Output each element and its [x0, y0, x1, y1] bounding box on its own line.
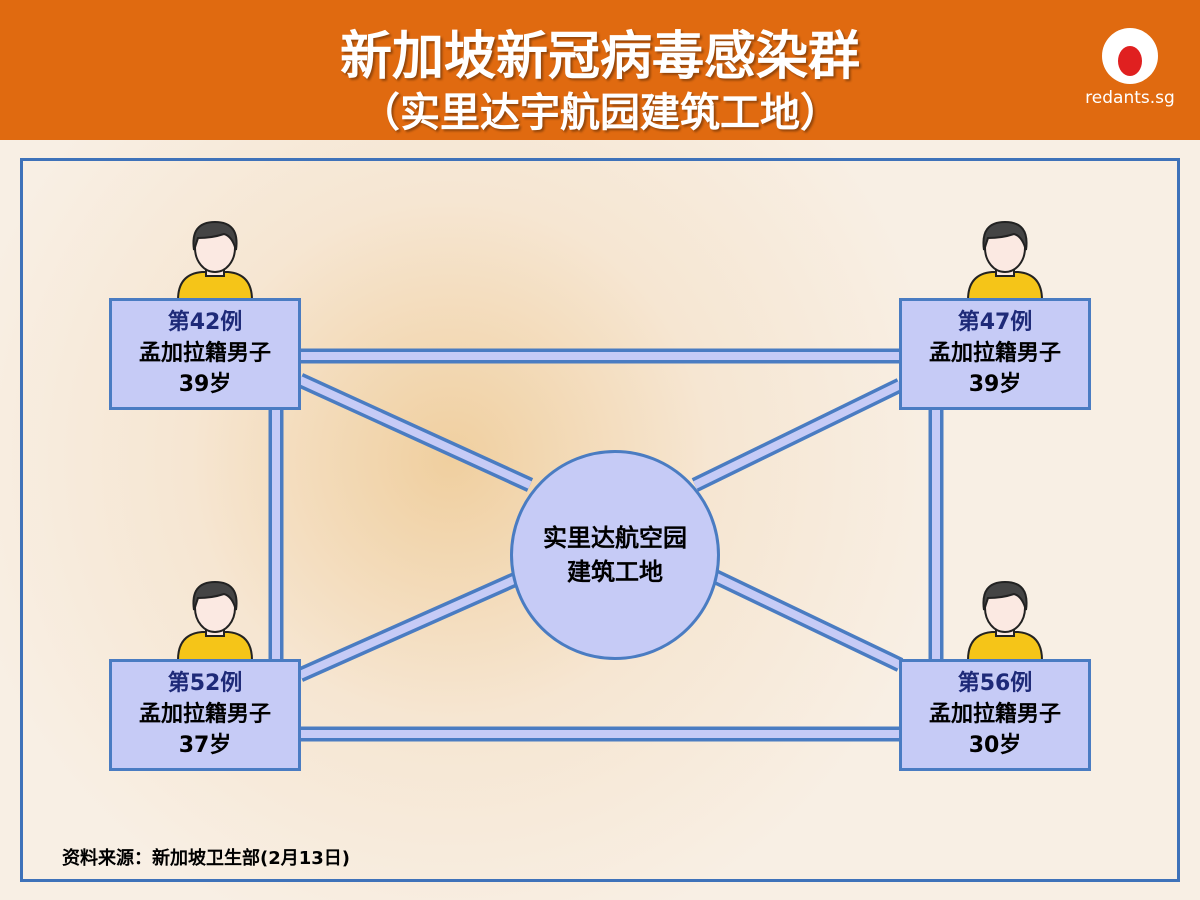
- case-box-42: 第42例 孟加拉籍男子 39岁: [109, 298, 301, 410]
- case-age: 37岁: [178, 733, 232, 758]
- case-number: 第52例: [167, 671, 243, 696]
- page-title: 新加坡新冠病毒感染群: [339, 27, 860, 87]
- case-number: 第47例: [957, 310, 1033, 335]
- case-number: 第56例: [957, 671, 1033, 696]
- person-icon: [967, 221, 1043, 300]
- page-subtitle: （实里达宇航园建筑工地）: [360, 90, 840, 136]
- source-note: 资料来源：新加坡卫生部(2月13日): [62, 848, 351, 869]
- case-box-56: 第56例 孟加拉籍男子 30岁: [899, 659, 1091, 771]
- person-icon: [177, 221, 253, 300]
- header-banner: 新加坡新冠病毒感染群 （实里达宇航园建筑工地） redants.sg: [0, 0, 1200, 140]
- case-age: 39岁: [968, 372, 1022, 397]
- case-age: 30岁: [968, 733, 1022, 758]
- logo-text: redants.sg: [1085, 88, 1175, 108]
- person-icon: [177, 581, 253, 660]
- case-number: 第42例: [167, 310, 243, 335]
- case-box-52: 第52例 孟加拉籍男子 37岁: [109, 659, 301, 771]
- case-description: 孟加拉籍男子: [138, 702, 271, 727]
- case-description: 孟加拉籍男子: [138, 341, 271, 366]
- site-name-line1: 实里达航空园: [543, 524, 687, 552]
- case-box-47: 第47例 孟加拉籍男子 39岁: [899, 298, 1091, 410]
- site-name-line2: 建筑工地: [567, 558, 663, 586]
- cluster-site-node: 实里达航空园 建筑工地: [510, 450, 720, 660]
- case-age: 39岁: [178, 372, 232, 397]
- ant-icon: [1102, 28, 1158, 84]
- person-icon: [967, 581, 1043, 660]
- diagram-frame: [20, 158, 1180, 882]
- case-description: 孟加拉籍男子: [928, 341, 1061, 366]
- redants-logo: redants.sg: [1075, 28, 1185, 108]
- case-description: 孟加拉籍男子: [928, 702, 1061, 727]
